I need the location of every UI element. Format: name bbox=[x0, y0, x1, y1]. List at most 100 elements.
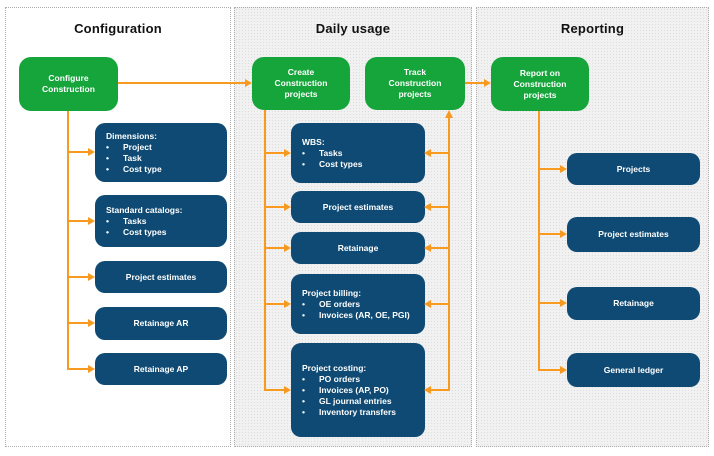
node-dimensions: Dimensions: •Project •Task •Cost type bbox=[95, 123, 227, 182]
node-wbs: WBS: •Tasks •Cost types bbox=[291, 123, 425, 183]
node-label: General ledger bbox=[603, 364, 664, 375]
arrowhead-right-icon bbox=[284, 203, 291, 211]
arrowhead-right-icon bbox=[284, 300, 291, 308]
connector-track-to-report bbox=[465, 82, 484, 84]
bullet-item: •Cost type bbox=[106, 163, 162, 174]
connector-branch bbox=[264, 303, 284, 305]
bullet-item: •Tasks bbox=[302, 147, 343, 158]
node-report-on-construction-projects: Report on Construction projects bbox=[491, 57, 589, 111]
bullet-icon: • bbox=[302, 158, 305, 169]
node-label: Project estimates bbox=[322, 201, 394, 212]
bullet-item: •Project bbox=[106, 141, 152, 152]
node-retainage-daily: Retainage bbox=[291, 232, 425, 264]
arrowhead-right-icon bbox=[484, 79, 491, 87]
bullet-item: •Inventory transfers bbox=[302, 406, 396, 417]
bullet-icon: • bbox=[302, 384, 305, 395]
connector-branch bbox=[264, 247, 284, 249]
bullet-icon: • bbox=[302, 406, 305, 417]
bullet-item: •OE orders bbox=[302, 298, 361, 309]
node-label: Retainage AR bbox=[133, 318, 189, 328]
node-create-construction-projects: Create Construction projects bbox=[252, 57, 350, 110]
connector-track-trunk bbox=[448, 117, 450, 391]
connector-configure-to-create bbox=[118, 82, 245, 84]
connector-branch bbox=[538, 302, 560, 304]
bullet-icon: • bbox=[106, 152, 109, 163]
arrowhead-right-icon bbox=[560, 366, 567, 374]
arrowhead-left-icon bbox=[424, 203, 431, 211]
arrowhead-right-icon bbox=[88, 365, 95, 373]
arrowhead-right-icon bbox=[284, 386, 291, 394]
bullet-icon: • bbox=[302, 147, 305, 158]
connector-branch bbox=[431, 247, 450, 249]
arrowhead-right-icon bbox=[560, 165, 567, 173]
arrowhead-up-icon bbox=[445, 110, 453, 118]
node-retainage-ar: Retainage AR bbox=[95, 307, 227, 340]
arrowhead-left-icon bbox=[424, 244, 431, 252]
node-label: Configure Construction bbox=[42, 73, 95, 94]
connector-branch bbox=[67, 322, 88, 324]
node-general-ledger: General ledger bbox=[567, 353, 700, 387]
node-label: Create Construction projects bbox=[274, 67, 328, 99]
connector-branch bbox=[67, 368, 88, 370]
arrowhead-right-icon bbox=[88, 273, 95, 281]
box-title: WBS: bbox=[302, 136, 325, 147]
arrowhead-right-icon bbox=[560, 299, 567, 307]
arrowhead-right-icon bbox=[284, 244, 291, 252]
bullet-icon: • bbox=[106, 215, 109, 226]
connector-branch bbox=[264, 206, 284, 208]
connector-branch bbox=[431, 389, 450, 391]
node-retainage-report: Retainage bbox=[567, 287, 700, 320]
node-label: Report on Construction projects bbox=[513, 67, 567, 100]
bullet-item: •Invoices (AP, PO) bbox=[302, 384, 389, 395]
connector-branch bbox=[67, 220, 88, 222]
node-track-construction-projects: Track Construction projects bbox=[365, 57, 465, 110]
node-label: Retainage bbox=[337, 242, 379, 253]
bullet-item: •Task bbox=[106, 152, 142, 163]
arrowhead-right-icon bbox=[245, 79, 252, 87]
arrowhead-right-icon bbox=[560, 230, 567, 238]
connector-branch bbox=[431, 303, 450, 305]
arrowhead-right-icon bbox=[88, 217, 95, 225]
bullet-icon: • bbox=[302, 373, 305, 384]
bullet-icon: • bbox=[106, 226, 109, 237]
node-label: Project estimates bbox=[125, 271, 197, 282]
arrowhead-left-icon bbox=[424, 300, 431, 308]
node-label: Retainage AP bbox=[133, 363, 189, 374]
node-project-costing: Project costing: •PO orders •Invoices (A… bbox=[291, 343, 425, 437]
connector-branch bbox=[538, 369, 560, 371]
node-label: Track Construction projects bbox=[388, 67, 442, 99]
node-label: Project estimates bbox=[598, 229, 669, 239]
arrowhead-left-icon bbox=[424, 149, 431, 157]
bullet-icon: • bbox=[302, 395, 305, 406]
box-title: Standard catalogs: bbox=[106, 204, 183, 215]
arrowhead-right-icon bbox=[284, 149, 291, 157]
connector-branch bbox=[67, 276, 88, 278]
connector-branch bbox=[264, 389, 284, 391]
arrowhead-left-icon bbox=[424, 386, 431, 394]
bullet-item: •Invoices (AR, OE, PGI) bbox=[302, 309, 410, 320]
bullet-item: •Cost types bbox=[302, 158, 363, 169]
bullet-item: •GL journal entries bbox=[302, 395, 392, 406]
box-title: Project billing: bbox=[302, 287, 362, 298]
connector-branch bbox=[538, 168, 560, 170]
column-title-reporting: Reporting bbox=[560, 21, 625, 36]
connector-branch bbox=[431, 152, 450, 154]
box-title: Project costing: bbox=[302, 362, 367, 373]
arrowhead-right-icon bbox=[88, 148, 95, 156]
bullet-icon: • bbox=[302, 298, 305, 309]
node-label: Projects bbox=[616, 163, 651, 174]
bullet-item: •Cost types bbox=[106, 226, 167, 237]
node-project-billing: Project billing: •OE orders •Invoices (A… bbox=[291, 274, 425, 334]
node-label: Retainage bbox=[613, 298, 654, 308]
connector-branch bbox=[538, 233, 560, 235]
connector-config-trunk bbox=[67, 111, 69, 370]
node-project-estimates-daily: Project estimates bbox=[291, 191, 425, 223]
bullet-item: •PO orders bbox=[302, 373, 361, 384]
column-title-daily-usage: Daily usage bbox=[315, 21, 391, 36]
node-configure-construction: Configure Construction bbox=[19, 57, 118, 111]
bullet-icon: • bbox=[106, 141, 109, 152]
bullet-item: •Tasks bbox=[106, 215, 147, 226]
connector-report-trunk bbox=[538, 111, 540, 371]
node-standard-catalogs: Standard catalogs: •Tasks •Cost types bbox=[95, 195, 227, 247]
